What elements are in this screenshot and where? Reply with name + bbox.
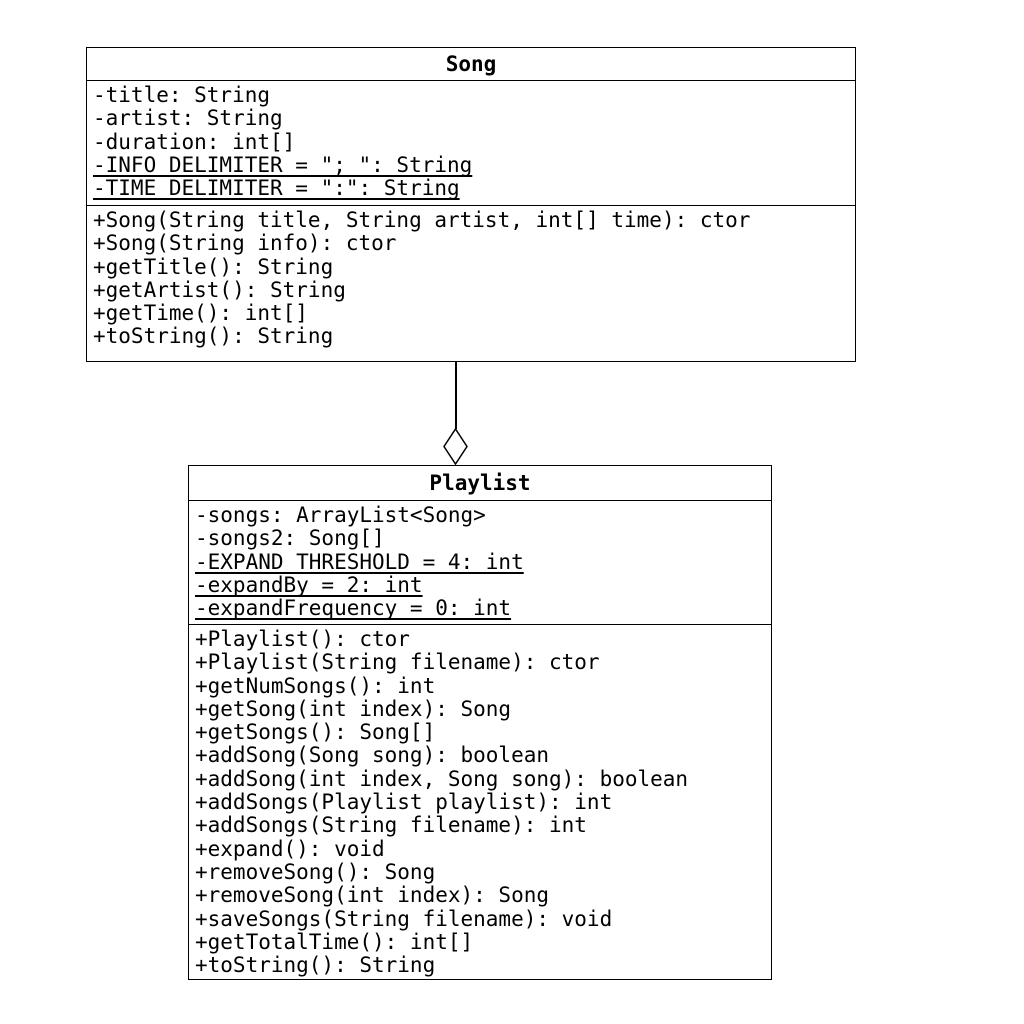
attribute-line: -songs2: Song[] bbox=[195, 526, 385, 551]
method-line: +expand(): void bbox=[195, 836, 385, 861]
method-line: +removeSong(int index): Song bbox=[195, 883, 550, 908]
attribute-line: -expandBy = 2: int bbox=[195, 572, 423, 597]
method-line: +getSong(int index): Song bbox=[195, 696, 512, 721]
attribute-line: -INFO_DELIMITER = "; ": String bbox=[93, 152, 473, 177]
method-line: +getTitle(): String bbox=[93, 254, 334, 279]
class-box-song: Song -title: String-artist: String-durat… bbox=[86, 47, 856, 362]
method-line: +getSongs(): Song[] bbox=[195, 720, 436, 745]
attribute-line: -TIME_DELIMITER = ":": String bbox=[93, 176, 460, 201]
aggregation-connector-line bbox=[455, 362, 457, 429]
attribute-line: -artist: String bbox=[93, 106, 283, 131]
method-line: +addSong(int index, Song song): boolean bbox=[195, 766, 689, 791]
method-line: +Playlist(): ctor bbox=[195, 627, 410, 651]
method-line: +removeSong(): Song bbox=[195, 859, 436, 884]
method-line: +getNumSongs(): int bbox=[195, 673, 436, 698]
class-name-song: Song bbox=[445, 52, 497, 76]
method-line: +saveSongs(String filename): void bbox=[195, 906, 613, 931]
method-line: +getTime(): int[] bbox=[93, 301, 308, 326]
class-title-playlist: Playlist bbox=[189, 466, 771, 501]
method-line: +toString(): String bbox=[93, 324, 334, 349]
methods-compartment-song: +Song(String title, String artist, int[]… bbox=[87, 206, 855, 361]
method-line: +addSongs(Playlist playlist): int bbox=[195, 790, 613, 815]
class-name-playlist: Playlist bbox=[429, 471, 531, 495]
method-line: +Song(String info): ctor bbox=[93, 231, 397, 256]
method-line: +Playlist(String filename): ctor bbox=[195, 650, 600, 675]
class-title-song: Song bbox=[87, 48, 855, 81]
class-box-playlist: Playlist -songs: ArrayList<Song>-songs2:… bbox=[188, 465, 772, 980]
method-line: +Song(String title, String artist, int[]… bbox=[93, 208, 751, 232]
methods-compartment-playlist: +Playlist(): ctor+Playlist(String filena… bbox=[189, 625, 771, 979]
attribute-line: -songs: ArrayList<Song> bbox=[195, 503, 486, 527]
attributes-compartment-song: -title: String-artist: String-duration: … bbox=[87, 81, 855, 206]
attribute-line: -title: String bbox=[93, 83, 271, 107]
attribute-line: -expandFrequency = 0: int bbox=[195, 596, 512, 621]
attribute-line: -duration: int[] bbox=[93, 129, 296, 154]
method-line: +toString(): String bbox=[195, 953, 436, 978]
method-line: +addSong(Song song): boolean bbox=[195, 743, 550, 768]
method-line: +addSongs(String filename): int bbox=[195, 813, 587, 838]
method-line: +getArtist(): String bbox=[93, 277, 346, 302]
method-line: +getTotalTime(): int[] bbox=[195, 929, 474, 954]
attribute-line: -EXPAND_THRESHOLD = 4: int bbox=[195, 549, 524, 574]
aggregation-diamond-icon bbox=[443, 428, 468, 465]
attributes-compartment-playlist: -songs: ArrayList<Song>-songs2: Song[]-E… bbox=[189, 501, 771, 625]
